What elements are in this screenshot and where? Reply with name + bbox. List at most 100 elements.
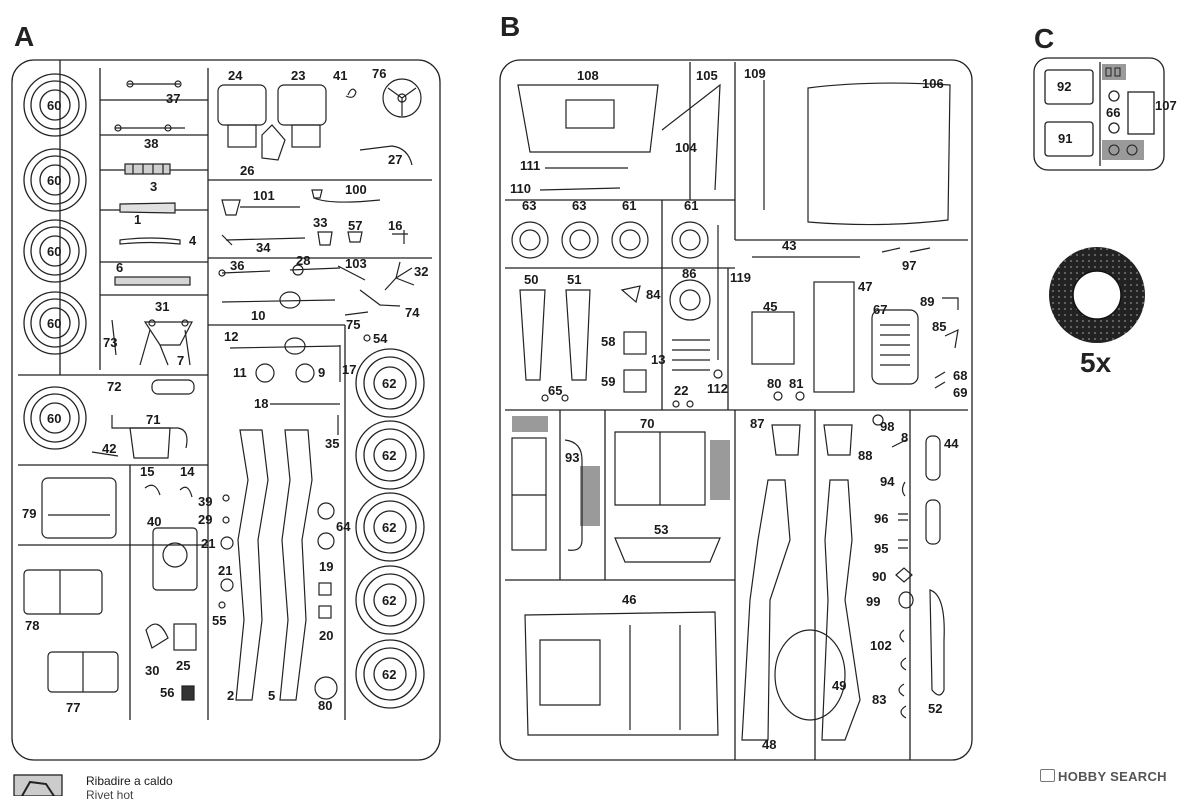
- svg-text:34: 34: [256, 240, 271, 255]
- svg-text:41: 41: [333, 68, 347, 83]
- svg-text:76: 76: [372, 66, 386, 81]
- svg-text:40: 40: [147, 514, 161, 529]
- svg-text:45: 45: [763, 299, 777, 314]
- svg-text:107: 107: [1155, 98, 1177, 113]
- svg-text:79: 79: [22, 506, 36, 521]
- watermark-text: HOBBY SEARCH: [1058, 769, 1167, 784]
- sprue-b: [499, 59, 973, 761]
- svg-text:106: 106: [922, 76, 944, 91]
- svg-text:14: 14: [180, 464, 195, 479]
- svg-text:30: 30: [145, 663, 159, 678]
- svg-text:33: 33: [313, 215, 327, 230]
- svg-text:11: 11: [233, 365, 247, 380]
- svg-text:62: 62: [382, 376, 396, 391]
- svg-text:53: 53: [654, 522, 668, 537]
- svg-text:36: 36: [230, 258, 244, 273]
- svg-text:28: 28: [296, 253, 310, 268]
- svg-text:81: 81: [789, 376, 803, 391]
- svg-text:73: 73: [103, 335, 117, 350]
- svg-text:29: 29: [198, 512, 212, 527]
- svg-text:96: 96: [874, 511, 888, 526]
- svg-text:37: 37: [166, 91, 180, 106]
- svg-text:22: 22: [674, 383, 688, 398]
- svg-text:61: 61: [622, 198, 636, 213]
- svg-text:97: 97: [902, 258, 916, 273]
- svg-text:105: 105: [696, 68, 718, 83]
- svg-text:35: 35: [325, 436, 339, 451]
- svg-text:9: 9: [318, 365, 325, 380]
- svg-text:108: 108: [577, 68, 599, 83]
- sprue-b-highlights: [512, 416, 730, 526]
- legend: Ribadire a caldo Rivet hot: [86, 774, 173, 802]
- svg-text:7: 7: [177, 353, 184, 368]
- hobby-search-logo-icon: [1040, 769, 1055, 782]
- sprue-b-letter: B: [500, 11, 520, 42]
- sprue-c: [1033, 57, 1165, 171]
- sprue-c-letter: C: [1034, 23, 1054, 54]
- svg-text:67: 67: [873, 302, 887, 317]
- svg-text:91: 91: [1058, 131, 1072, 146]
- svg-text:1: 1: [134, 212, 141, 227]
- sprue-a-wheels-62: [355, 348, 425, 709]
- svg-text:18: 18: [254, 396, 268, 411]
- svg-text:70: 70: [640, 416, 654, 431]
- svg-text:61: 61: [684, 198, 698, 213]
- svg-text:66: 66: [1106, 105, 1120, 120]
- svg-text:119: 119: [730, 270, 751, 285]
- svg-text:60: 60: [47, 173, 61, 188]
- svg-text:32: 32: [414, 264, 428, 279]
- legend-line-2: Rivet hot: [86, 788, 134, 802]
- svg-text:72: 72: [107, 379, 121, 394]
- svg-text:109: 109: [744, 66, 766, 81]
- svg-text:100: 100: [345, 182, 367, 197]
- svg-text:59: 59: [601, 374, 615, 389]
- sprue-b-labels: 108 105 109 106 111 104 110 63 63 61 61 …: [510, 66, 967, 752]
- svg-text:68: 68: [953, 368, 967, 383]
- svg-text:104: 104: [675, 140, 697, 155]
- sprue-a-letter: A: [14, 21, 34, 52]
- svg-text:16: 16: [388, 218, 402, 233]
- svg-text:42: 42: [102, 441, 116, 456]
- svg-text:111: 111: [520, 158, 540, 173]
- svg-text:80: 80: [318, 698, 332, 713]
- svg-text:90: 90: [872, 569, 886, 584]
- tire-count-label: 5x: [1080, 347, 1112, 378]
- tire-icon: [1049, 247, 1145, 343]
- svg-text:86: 86: [682, 266, 696, 281]
- svg-text:63: 63: [572, 198, 586, 213]
- svg-text:62: 62: [382, 520, 396, 535]
- svg-text:112: 112: [707, 381, 728, 396]
- svg-text:25: 25: [176, 658, 190, 673]
- svg-text:56: 56: [160, 685, 174, 700]
- svg-text:74: 74: [405, 305, 420, 320]
- watermark: HOBBY SEARCH: [1040, 769, 1167, 784]
- svg-text:77: 77: [66, 700, 80, 715]
- svg-text:47: 47: [858, 279, 872, 294]
- svg-text:94: 94: [880, 474, 895, 489]
- svg-text:17: 17: [342, 362, 356, 377]
- svg-text:89: 89: [920, 294, 934, 309]
- svg-text:110: 110: [510, 181, 531, 196]
- svg-text:8: 8: [901, 430, 908, 445]
- svg-text:60: 60: [47, 244, 61, 259]
- svg-text:64: 64: [336, 519, 351, 534]
- svg-text:63: 63: [522, 198, 536, 213]
- svg-text:4: 4: [189, 233, 197, 248]
- svg-text:10: 10: [251, 308, 265, 323]
- sprue-a-parts: [23, 78, 422, 701]
- svg-text:60: 60: [47, 98, 61, 113]
- svg-text:48: 48: [762, 737, 776, 752]
- svg-text:103: 103: [345, 256, 367, 271]
- svg-text:57: 57: [348, 218, 362, 233]
- sprue-a: [11, 59, 441, 761]
- svg-text:93: 93: [565, 450, 579, 465]
- svg-text:50: 50: [524, 272, 538, 287]
- svg-text:49: 49: [832, 678, 846, 693]
- svg-text:5: 5: [268, 688, 275, 703]
- svg-text:26: 26: [240, 163, 254, 178]
- svg-text:65: 65: [548, 383, 562, 398]
- sprue-a-wheels: [23, 73, 87, 450]
- svg-text:80: 80: [767, 376, 781, 391]
- sprue-b-parts: [511, 80, 959, 741]
- svg-text:2: 2: [227, 688, 234, 703]
